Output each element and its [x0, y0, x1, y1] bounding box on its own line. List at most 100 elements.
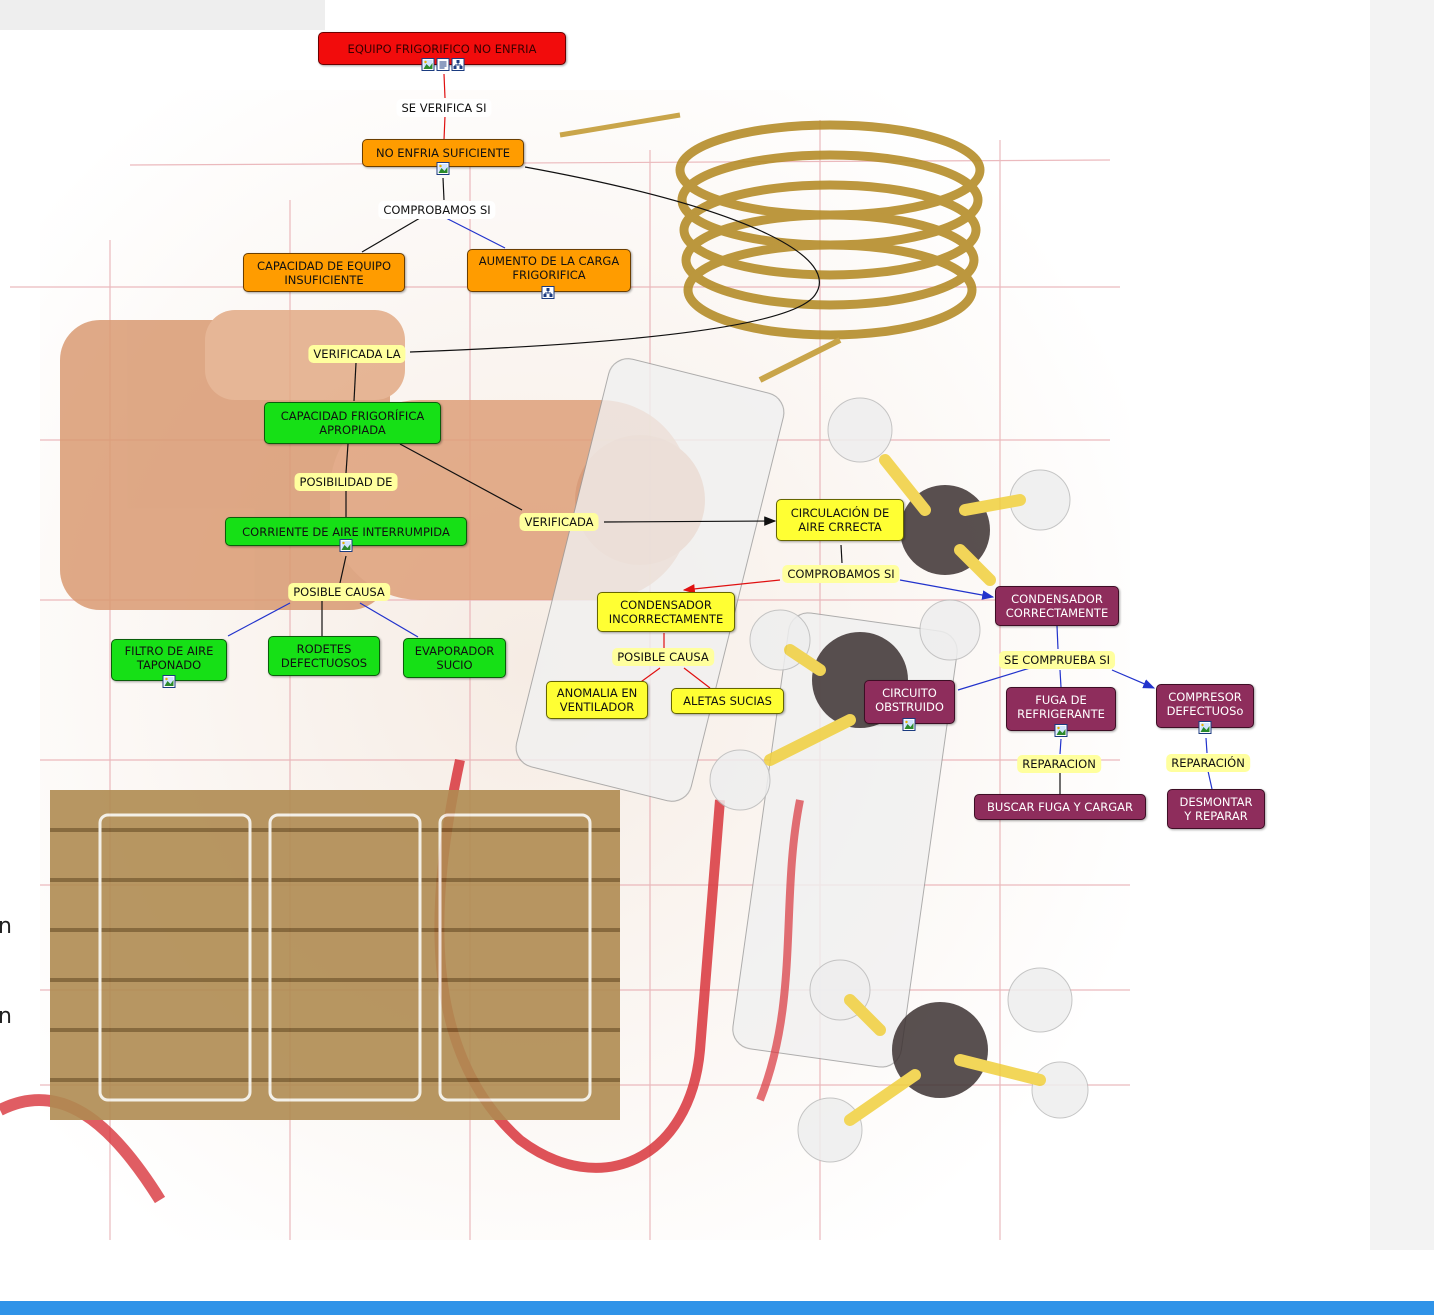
concept-map-resource-icon[interactable] [451, 58, 465, 71]
concept-label: COMPRESOR [1168, 690, 1242, 704]
concept-label: EVAPORADOR [414, 644, 495, 658]
concept-aletas-sucias[interactable]: ALETAS SUCIAS [671, 688, 784, 714]
link-comprobamos-capacidad [361, 217, 421, 253]
concept-label: CORRECTAMENTE [1005, 606, 1109, 620]
concept-label: FRIGORIFICA [512, 268, 586, 282]
concept-label: EQUIPO FRIGORIFICO NO ENFRIA [347, 41, 537, 56]
link-comprobamos-aumento [443, 216, 506, 249]
image-resource-icon[interactable] [1054, 724, 1068, 737]
concept-capacidad-frigorifica-apropiada[interactable]: CAPACIDAD FRIGORÍFICA APROPIADA [264, 402, 441, 444]
concept-label: SUCIO [436, 658, 473, 672]
link-posiblecausa-filtro [227, 602, 291, 637]
concept-map-resource-icon[interactable] [541, 286, 555, 299]
concept-label: AIRE CRRECTA [798, 520, 882, 534]
fuga-resource-icons [1054, 724, 1068, 737]
image-resource-icon[interactable] [162, 675, 176, 688]
document-resource-icon[interactable] [436, 58, 450, 71]
link-comprobamos-condok [899, 579, 995, 600]
concept-label: CIRCUITO [882, 686, 937, 700]
link-secomprueba-compresor [1111, 669, 1156, 689]
compresor-resource-icons [1198, 721, 1212, 734]
link-reparacion-desmontar [1207, 770, 1213, 790]
concept-anomalia-en-ventilador[interactable]: ANOMALIA EN VENTILADOR [546, 681, 648, 719]
concept-rodetes-defectuosos[interactable]: RODETES DEFECTUOSOS [268, 636, 380, 676]
link-phrase-posibilidad-de[interactable]: POSIBILIDAD DE [294, 473, 398, 491]
root-resource-icons [421, 58, 465, 71]
aumento-resource-icons [541, 286, 555, 299]
concept-condensador-correctamente[interactable]: CONDENSADOR CORRECTAMENTE [995, 586, 1119, 626]
link-phrase-se-comprueba-si[interactable]: SE COMPRUEBA SI [999, 651, 1115, 669]
link-phrase-comprobamos-si-2[interactable]: COMPROBAMOS SI [782, 565, 900, 583]
concept-label: ALETAS SUCIAS [683, 694, 772, 708]
link-phrase-comprobamos-si[interactable]: COMPROBAMOS SI [378, 201, 496, 219]
link-phrase-posible-causa[interactable]: POSIBLE CAUSA [288, 583, 390, 601]
link-phrase-se-verifica-si[interactable]: SE VERIFICA SI [396, 99, 492, 117]
link-posiblecausa-evap [359, 602, 419, 638]
concept-label: DEFECTUOSOS [280, 656, 368, 670]
cropped-text-fragment: n [0, 1004, 12, 1029]
concept-condensador-incorrectamente[interactable]: CONDENSADOR INCORRECTAMENTE [597, 592, 735, 632]
image-resource-icon[interactable] [421, 58, 435, 71]
cropped-text-fragment: n [0, 914, 12, 939]
link-capacidad-verificada [399, 443, 523, 511]
filtro-resource-icons [162, 675, 176, 688]
link-verifica-noenfria [443, 115, 446, 141]
concept-label: DESMONTAR [1179, 795, 1253, 809]
image-resource-icon[interactable] [436, 162, 450, 175]
image-resource-icon[interactable] [902, 718, 916, 731]
concept-label: CIRCULACIÓN DE [790, 506, 890, 520]
link-phrase-verificada[interactable]: VERIFICADA [519, 513, 599, 531]
concept-label: Y REPARAR [1184, 809, 1248, 823]
concept-label: VENTILADOR [559, 700, 635, 714]
concept-label: OBSTRUIDO [875, 700, 944, 714]
link-secomprueba-fuga [1059, 669, 1062, 688]
concept-label: ANOMALIA EN [556, 686, 638, 700]
link-root-verifica [443, 73, 446, 99]
concept-label: CAPACIDAD DE EQUIPO [256, 258, 392, 273]
concept-label: INCORRECTAMENTE [608, 612, 724, 626]
concept-label: DEFECTUOSo [1166, 704, 1244, 718]
image-resource-icon[interactable] [339, 539, 353, 552]
link-phrase-reparacion-2[interactable]: REPARACIÓN [1166, 754, 1250, 772]
concept-label: NO ENFRIA SUFICIENTE [375, 146, 510, 160]
concept-label: CORRIENTE DE AIRE INTERRUMPIDA [242, 524, 450, 539]
corriente-resource-icons [339, 539, 353, 552]
link-circulacion-comprobamos [840, 544, 843, 564]
image-resource-icon[interactable] [1198, 721, 1212, 734]
link-comprobamos-condinc [682, 579, 781, 594]
link-phrase-verificada-la[interactable]: VERIFICADA LA [308, 345, 406, 363]
concept-circulacion-de-aire-correcta[interactable]: CIRCULACIÓN DE AIRE CRRECTA [776, 499, 904, 541]
concept-buscar-fuga-y-cargar[interactable]: BUSCAR FUGA Y CARGAR [974, 794, 1146, 820]
link-noenfria-verificada [409, 166, 820, 353]
bottom-bar [0, 1301, 1434, 1315]
concept-label: INSUFICIENTE [284, 272, 364, 287]
concept-evaporador-sucio[interactable]: EVAPORADOR SUCIO [403, 638, 506, 678]
concept-compresor-defectuoso[interactable]: COMPRESOR DEFECTUOSo [1156, 684, 1254, 728]
concept-label: CAPACIDAD FRIGORÍFICA [280, 409, 425, 423]
link-compresor-reparacion [1205, 737, 1208, 754]
concept-capacidad-de-equipo-insuficiente[interactable]: CAPACIDAD DE EQUIPO INSUFICIENTE [243, 253, 405, 292]
link-fuga-reparacion [1059, 738, 1062, 755]
concept-label: AUMENTO DE LA CARGA [478, 254, 620, 268]
concept-label: FILTRO DE AIRE [124, 644, 214, 658]
concept-desmontar-y-reparar[interactable]: DESMONTAR Y REPARAR [1167, 789, 1265, 829]
link-secomprueba-circuito [957, 667, 1031, 691]
link-verificada-capacidad [353, 362, 357, 402]
concept-label: APROPIADA [319, 423, 386, 437]
link-capacidad-posibilidad [345, 443, 349, 474]
concept-label: REFRIGERANTE [1017, 707, 1105, 721]
concept-equipo-frigorifico-no-enfria[interactable]: EQUIPO FRIGORIFICO NO ENFRIA [318, 32, 566, 65]
link-phrase-reparacion[interactable]: REPARACION [1017, 755, 1101, 773]
link-posiblecausa-aletas [683, 667, 711, 689]
link-phrase-posible-causa-2[interactable]: POSIBLE CAUSA [612, 648, 714, 666]
concept-label: TAPONADO [136, 658, 202, 672]
concept-label: CONDENSADOR [620, 598, 712, 612]
link-condok-secomprueba [1056, 625, 1059, 650]
link-corriente-posiblecausa [339, 555, 347, 584]
link-verificada-circulacion [603, 516, 777, 526]
concept-aumento-de-la-carga-frigorifica[interactable]: AUMENTO DE LA CARGA FRIGORIFICA [467, 249, 631, 292]
link-noenfria-comprobamos [442, 177, 445, 201]
concept-label: BUSCAR FUGA Y CARGAR [987, 800, 1133, 814]
circuito-resource-icons [902, 718, 916, 731]
